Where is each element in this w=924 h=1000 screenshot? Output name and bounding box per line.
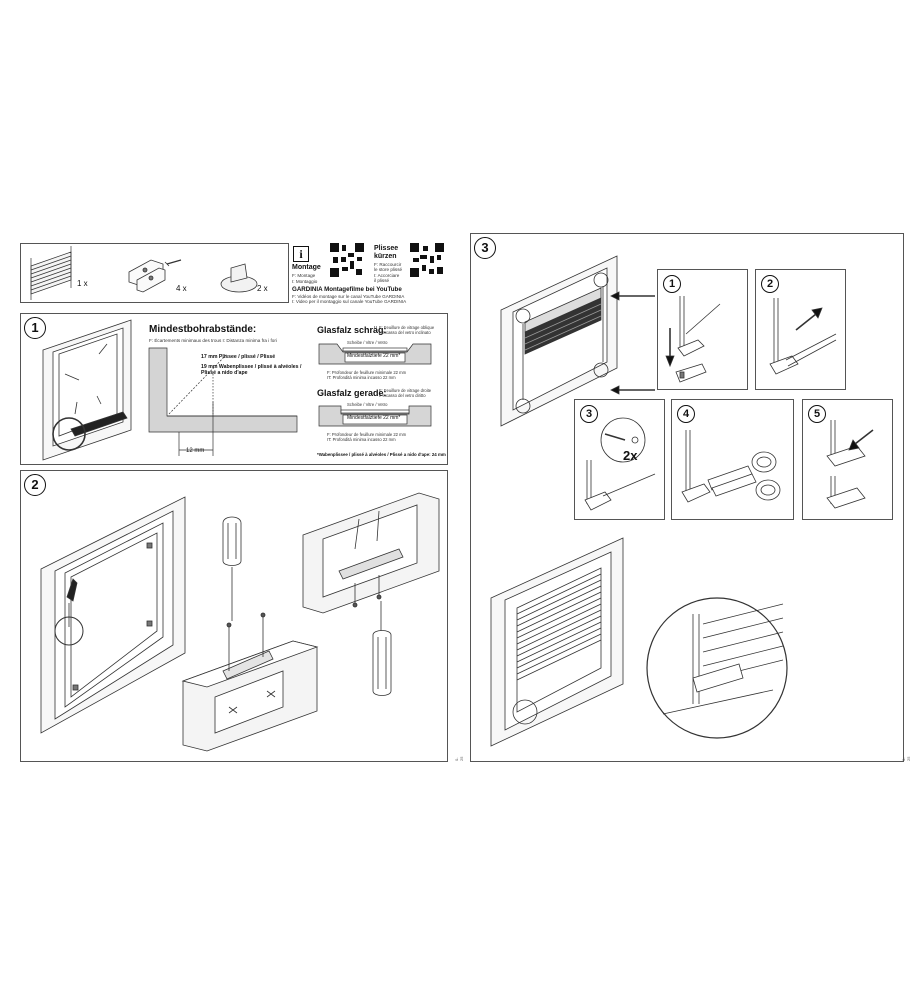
step-3-panel: 3 1 [470,233,911,762]
youtube-line-2: I: Video per il montaggio sul canale You… [292,299,407,304]
step-3-sub-5: 5 [802,399,893,520]
glasfalz-gerade-glass: Scheibe / Vitre / Vetro [347,402,388,407]
glasfalz-gerade-depth: Mindestfalztiefe 22 mm* [347,415,401,421]
kuerzen-line-4: il plissé [374,278,390,283]
detach-cord-clip-illustration [665,296,721,383]
step-3-number: 3 [474,237,496,259]
step-3-sub-1-number: 1 [663,275,681,293]
kuerzen-title-1: Plissee [374,245,399,252]
montage-title: Montage [292,264,321,271]
step-3-sub-2-number: 2 [761,275,779,293]
glasfalz-schraeg-note-1: F: Profondeur de feuillure minimale 22 m… [327,370,407,375]
step-3-sub-1: 1 [657,269,748,390]
min-drill-distance-diagram [148,347,298,456]
dim-wabenplissee-19mm-line-1: 19 mm Wabenplissee / plissé à alvéoles / [201,364,302,370]
step-2-recess-mount-illustration [302,492,440,696]
step-2-number: 2 [24,474,46,496]
step-2-window-drill-illustration [40,496,186,734]
glasfalz-gerade-side-1: F: Feuillure de vitrage droite [379,388,432,393]
step-3-sub-3-label: 2x [623,448,638,463]
clamp-bracket-illustration [128,259,182,293]
step-3-sub-5-number: 5 [808,405,826,423]
youtube-title: GARDINIA Montagefilme bei YouTube [292,286,402,293]
kuerzen-title-2: kürzen [374,253,397,260]
step-3-final-window-illustration [490,537,624,747]
scissors-cut-cord-illustration [681,430,781,503]
glasfalz-gerade-note-2: IT: Profondità minima incasso 22 mm [327,437,396,442]
page-code-right: 0-25 [901,756,911,761]
step-1-subtitle: F: Écartements minimaux des trous I: Dis… [149,338,277,343]
qr-code-kuerzen[interactable] [410,243,444,277]
reattach-clip-illustration [826,420,874,509]
pleated-blind-part-illustration [30,246,72,300]
step-1-number: 1 [24,317,46,339]
glasfalz-schraeg-note-2: IT: Profondità minima incasso 22 mm [327,375,396,380]
step-1-footnote: *Wabenplissee / plissé à alvéoles / Plis… [317,452,446,457]
qr-code-montage[interactable] [330,243,364,277]
glasfalz-gerade-note-1: F: Profondeur de feuillure minimale 22 m… [327,432,407,437]
qty-label-cap: 2 x [257,284,268,293]
knot-cord-illustration [584,417,656,511]
kuerzen-line-3: I: Accorciare [374,273,400,278]
dim-wabenplissee-19mm-line-2: Plissé a nido d'ape [201,370,248,376]
pull-cord-illustration [769,298,837,375]
glasfalz-gerade-side-2: I: Incasso del vetro diritto [379,393,426,398]
qty-label-blind: 1 x [77,279,88,288]
glasfalz-gerade-title: Glasfalz gerade: [317,388,387,398]
glasfalz-schraeg-side-1: F: Feuillure de vitrage oblique [379,325,435,330]
kuerzen-line-2: le store plissé [374,267,403,272]
glasfalz-gerade-diagram [318,405,432,427]
qty-label-clamp: 4 x [176,284,187,293]
montage-line-2: I: Montaggio [292,279,318,284]
step-1-window-illustration [42,319,132,461]
glasfalz-schraeg-depth: Mindestfalztiefe 22 mm* [347,353,401,359]
youtube-line-1: F: Vidéos de montage sur le canal YouTub… [292,294,405,299]
step-1-panel: 1 Mindestbohrabstände: F: Écartements mi… [20,313,448,465]
montage-line-1: F: Montage [292,273,316,278]
step-3-sub-2: 2 [755,269,846,390]
glasfalz-schraeg-title: Glasfalz schräg: [317,325,387,335]
parts-panel: 1 x 4 x 2 x [20,243,289,303]
step-3-sub-3: 3 2x [574,399,665,520]
page-code-left: 0-25 [454,756,464,761]
glasfalz-schraeg-diagram [318,343,432,365]
kuerzen-line-1: F: Raccourcir [374,262,402,267]
info-icon: i [293,246,309,262]
step-3-sub-4-number: 4 [677,405,695,423]
step-3-detail-circle-illustration [646,597,788,739]
step-3-sub-4: 4 [671,399,794,520]
cover-cap-illustration [220,263,258,293]
glasfalz-schraeg-side-2: I: Incasso del vetro inclinato [379,330,431,335]
glasfalz-schraeg-glass: Scheibe / Vitre / Vetro [347,340,388,345]
dim-12mm: 12 mm [186,448,205,454]
dim-plissee-17mm: 17 mm Plissee / plissé / Plissé [201,354,276,360]
step-1-title: Mindestbohrabstände: [149,324,257,335]
step-3-window-blind-illustration [500,255,655,427]
step-3-sub-3-number: 3 [580,405,598,423]
step-2-panel: 2 [20,470,464,762]
step-2-screwdriver-clamp-illustration [181,516,319,752]
